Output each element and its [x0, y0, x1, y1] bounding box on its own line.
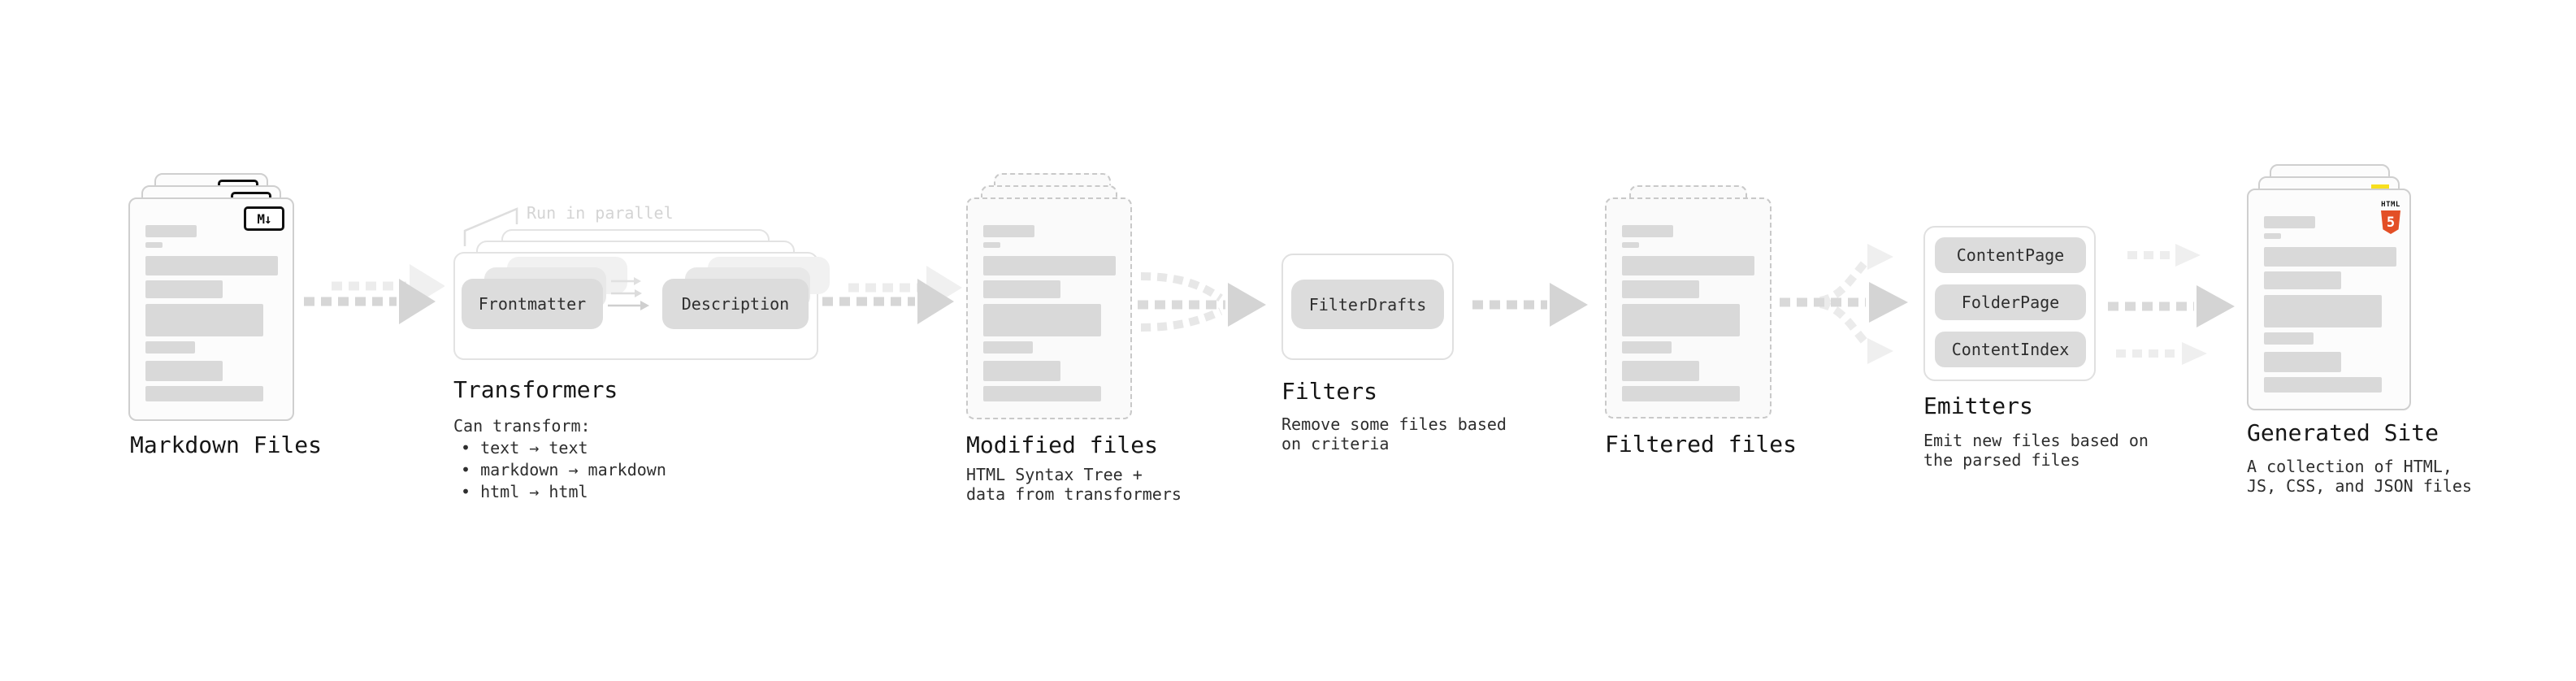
markdown-icon: M↓: [244, 206, 284, 231]
text-placeholder-bar: [2264, 247, 2396, 267]
filterdrafts-pill: FilterDrafts: [1291, 280, 1444, 329]
subtitle-line: Remove some files based: [1281, 414, 1507, 434]
text-placeholder-bar: [145, 386, 263, 401]
description-pill: Description: [662, 279, 809, 329]
text-placeholder-bar: [2264, 233, 2281, 239]
text-placeholder-bar: [1622, 304, 1740, 336]
filters-label: Filters: [1281, 378, 1378, 405]
text-placeholder-bar: [2264, 352, 2341, 372]
pill-to-pill-arrows-icon: [608, 277, 649, 310]
text-placeholder-bar: [983, 242, 1000, 248]
text-placeholder-bar: [145, 341, 195, 354]
html5-shield-icon: 5: [2381, 210, 2400, 234]
subtitle-line: JS, CSS, and JSON files: [2247, 476, 2472, 496]
filtered-doc-front: [1605, 197, 1772, 419]
html5-badge-icon: HTML 5: [2380, 194, 2401, 234]
text-placeholder-bar: [145, 256, 278, 275]
html5-number: 5: [2386, 214, 2396, 231]
text-placeholder-bar: [1622, 242, 1639, 248]
text-placeholder-bar: [2264, 295, 2382, 327]
run-in-parallel-note: Run in parallel: [527, 203, 674, 223]
folderpage-pill: FolderPage: [1935, 284, 2086, 320]
subtitle-line: on criteria: [1281, 434, 1390, 453]
transform-bullet: • text → text: [461, 438, 588, 458]
transformers-notes: Can transform: • text → text • markdown …: [453, 415, 666, 503]
transform-bullet: • html → html: [461, 482, 588, 501]
text-placeholder-bar: [983, 386, 1101, 401]
contentindex-pill: ContentIndex: [1935, 332, 2086, 367]
emitters-label: Emitters: [1923, 393, 2033, 419]
text-placeholder-bar: [2264, 271, 2341, 289]
generated-site-subtitle: A collection of HTML, JS, CSS, and JSON …: [2247, 457, 2472, 496]
text-placeholder-bar: [983, 256, 1116, 275]
text-placeholder-bar: [983, 361, 1060, 381]
text-placeholder-bar: [2264, 216, 2315, 228]
contentpage-pill: ContentPage: [1935, 237, 2086, 273]
text-placeholder-bar: [2264, 332, 2314, 345]
subtitle-line: Emit new files based on: [1923, 431, 2149, 450]
flow-arrow-icon: [304, 264, 445, 324]
text-placeholder-bar: [145, 304, 263, 336]
text-placeholder-bar: [983, 225, 1034, 237]
modified-files-label: Modified files: [966, 432, 1159, 458]
html5-badge-text: HTML: [2381, 201, 2400, 209]
text-placeholder-bar: [983, 304, 1101, 336]
text-placeholder-bar: [983, 280, 1060, 298]
text-placeholder-bar: [1622, 225, 1673, 237]
emitter-output-arrows-icon: [2108, 244, 2235, 365]
transformers-label: Transformers: [453, 376, 618, 403]
text-placeholder-bar: [1622, 256, 1754, 275]
generated-doc-front: HTML 5: [2247, 189, 2411, 410]
flow-arrow-icon: [1472, 283, 1588, 327]
subtitle-line: the parsed files: [1923, 450, 2080, 470]
merge-arrow-icon: [1138, 272, 1266, 332]
text-placeholder-bar: [2264, 377, 2382, 393]
filters-subtitle: Remove some files based on criteria: [1281, 414, 1507, 453]
emitters-subtitle: Emit new files based on the parsed files: [1923, 431, 2149, 470]
filtered-files-label: Filtered files: [1605, 431, 1798, 458]
text-placeholder-bar: [983, 341, 1033, 354]
text-placeholder-bar: [145, 242, 163, 248]
frontmatter-pill: Frontmatter: [462, 279, 603, 329]
markdown-files-label: Markdown Files: [130, 432, 323, 458]
text-placeholder-bar: [145, 280, 223, 298]
text-placeholder-bar: [1622, 361, 1699, 381]
text-placeholder-bar: [1622, 386, 1740, 401]
text-placeholder-bar: [145, 361, 223, 381]
generated-site-label: Generated Site: [2247, 419, 2439, 446]
subtitle-line: A collection of HTML,: [2247, 457, 2452, 476]
markdown-doc-front: M↓: [128, 197, 294, 421]
modified-files-subtitle: HTML Syntax Tree + data from transformer…: [966, 465, 1182, 504]
can-transform-heading: Can transform:: [453, 416, 591, 436]
text-placeholder-bar: [1622, 280, 1699, 298]
subtitle-line: data from transformers: [966, 484, 1182, 504]
transform-bullet: • markdown → markdown: [461, 460, 666, 479]
subtitle-line: HTML Syntax Tree +: [966, 465, 1143, 484]
flow-arrow-icon: [822, 266, 962, 324]
modified-doc-front: [966, 197, 1132, 419]
text-placeholder-bar: [145, 225, 197, 237]
fork-arrow-icon: [1780, 244, 1908, 364]
text-placeholder-bar: [1622, 341, 1672, 354]
parallel-callout-line: [463, 207, 518, 246]
